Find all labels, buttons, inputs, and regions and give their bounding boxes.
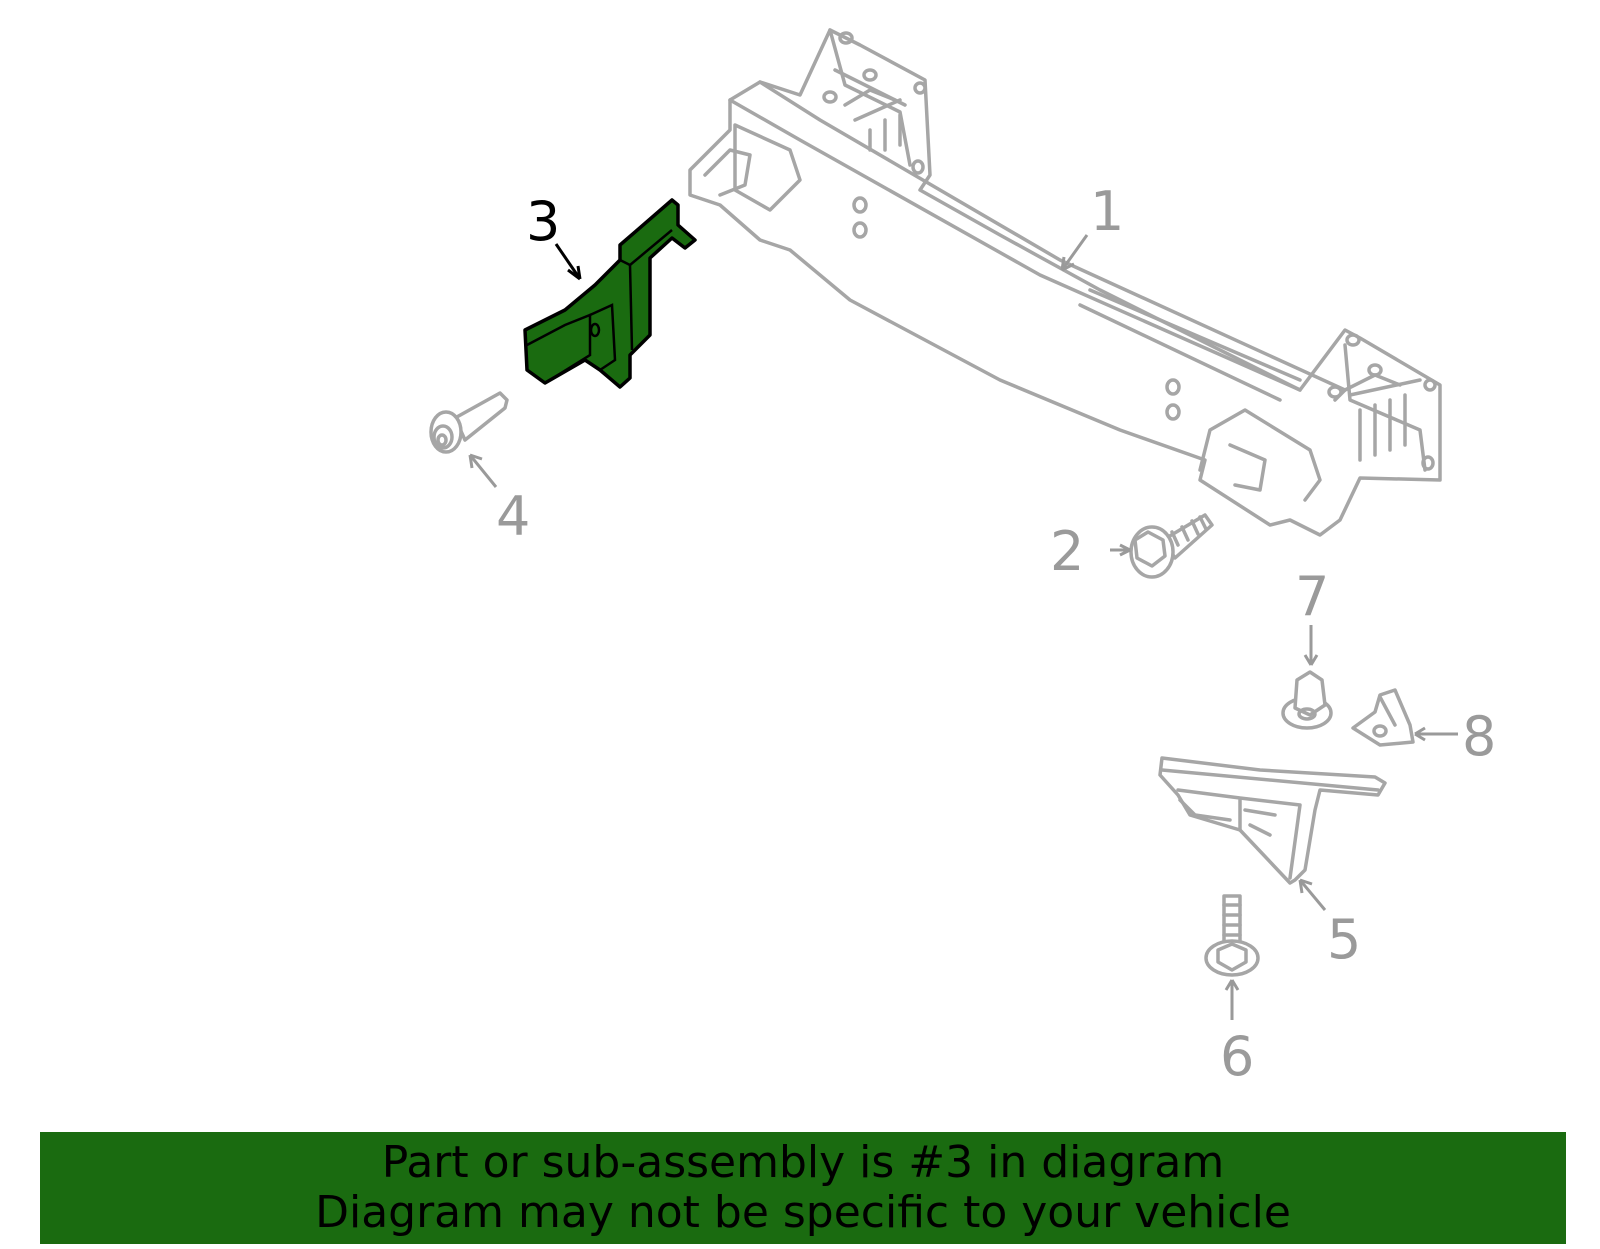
- callout-5: 5: [1327, 908, 1361, 971]
- leader-lines: [468, 234, 1458, 1020]
- callout-4: 4: [496, 485, 530, 548]
- bolt[interactable]: [429, 391, 509, 454]
- callout-2: 2: [1050, 520, 1084, 583]
- banner-line-2: Diagram may not be specific to your vehi…: [315, 1187, 1291, 1238]
- hex-flange-bolt[interactable]: [1129, 513, 1214, 579]
- banner-line-1: Part or sub-assembly is #3 in diagram: [381, 1137, 1225, 1188]
- callout-6: 6: [1220, 1025, 1254, 1088]
- callout-8: 8: [1462, 705, 1496, 768]
- callout-3: 3: [526, 190, 560, 253]
- callout-1: 1: [1090, 180, 1124, 243]
- clip[interactable]: [1281, 670, 1333, 730]
- bumper-reinforcement-beam[interactable]: [688, 28, 1442, 537]
- mounting-bracket[interactable]: [523, 198, 697, 389]
- hex-bolt[interactable]: [1204, 894, 1260, 977]
- callout-7: 7: [1295, 565, 1329, 628]
- retainer-clip[interactable]: [1351, 688, 1415, 747]
- lower-bracket[interactable]: [1158, 756, 1387, 885]
- info-banner: Part or sub-assembly is #3 in diagram Di…: [40, 1132, 1566, 1244]
